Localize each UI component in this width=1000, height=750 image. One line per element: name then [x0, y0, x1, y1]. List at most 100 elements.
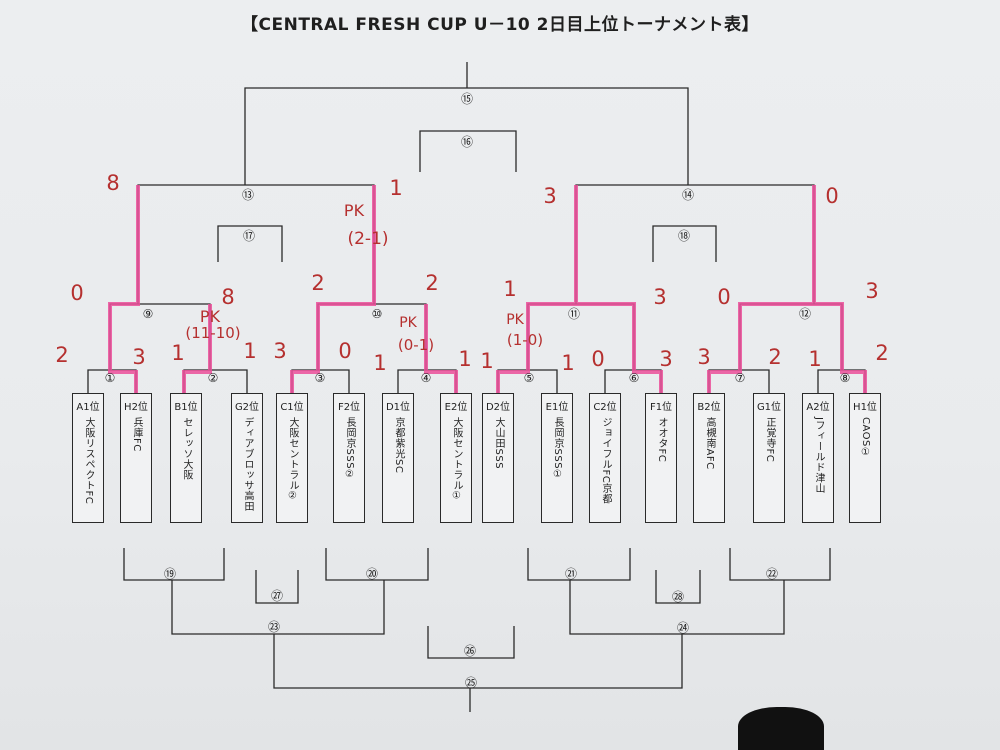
team-box-e2: E2位 大阪セントラル①: [440, 393, 472, 523]
score-e1: 1: [561, 351, 574, 375]
match-27-label: ㉗: [271, 589, 283, 603]
match-8-label: ⑧: [840, 371, 851, 385]
team-box-g1: G1位 正覚寺FC: [753, 393, 785, 523]
team-box-h1: H1位 CAOS①: [849, 393, 881, 523]
team-name: セレッソ大阪: [181, 417, 192, 480]
team-position: C2位: [593, 402, 617, 413]
team-box-c2: C2位 ジョイフルFC京都: [589, 393, 621, 523]
team-name: 大山田SSS: [493, 417, 504, 470]
team-name: オオタFC: [656, 417, 667, 463]
pk-note-5: PK: [506, 312, 524, 328]
score-f1: 3: [659, 347, 672, 371]
team-name: 長岡京SSS①: [552, 417, 563, 481]
score-g1: 2: [768, 345, 781, 369]
score-a2: 1: [808, 347, 821, 371]
team-box-f1: F1位 オオタFC: [645, 393, 677, 523]
team-position: F2位: [337, 402, 361, 413]
match-19-label: ⑲: [164, 567, 176, 581]
match-11-label: ⑪: [568, 307, 580, 321]
team-position: G2位: [234, 402, 260, 413]
team-position: B2位: [697, 402, 721, 413]
team-position: D1位: [385, 402, 411, 413]
pk-score-10: (2-1): [347, 229, 388, 249]
team-name: 大阪セントラル①: [451, 417, 462, 502]
score-d1: 1: [373, 351, 386, 375]
score-b1: 1: [171, 341, 184, 365]
match-23-label: ㉓: [268, 620, 280, 634]
team-position: H1位: [853, 402, 877, 413]
team-name: 長岡京SSS②: [344, 417, 355, 481]
score-13-left: 8: [106, 171, 119, 195]
team-name: ジョイフルFC京都: [600, 417, 611, 505]
match-2-label: ②: [208, 371, 219, 385]
team-name: 大阪リスペクトFC: [83, 417, 94, 505]
team-box-h2: H2位 兵庫FC: [120, 393, 152, 523]
team-position: C1位: [280, 402, 304, 413]
match-15-label: ⑮: [461, 92, 473, 106]
team-box-a2: A2位 Jフィールド津山: [802, 393, 834, 523]
score-10-left: 2: [311, 271, 324, 295]
score-a1: 2: [55, 343, 68, 367]
team-position: E1位: [545, 402, 569, 413]
team-name: 高槻南AFC: [704, 417, 715, 470]
pk-note-10: PK: [344, 201, 365, 220]
team-box-e1: E1位 長岡京SSS①: [541, 393, 573, 523]
score-10-right: 2: [425, 271, 438, 295]
score-13-right: 1: [389, 176, 402, 200]
score-h1: 2: [875, 341, 888, 365]
team-box-b1: B1位 セレッソ大阪: [170, 393, 202, 523]
match-13-label: ⑬: [242, 188, 254, 202]
page-title: 【CENTRAL FRESH CUP U－10 2日目上位トーナメント表】: [241, 15, 759, 35]
match-17-label: ⑰: [243, 229, 255, 243]
match-25-label: ㉕: [465, 676, 477, 690]
match-6-label: ⑥: [629, 371, 640, 385]
match-4-label: ④: [421, 371, 432, 385]
score-12-right: 3: [865, 279, 878, 303]
team-box-d2: D2位 大山田SSS: [482, 393, 514, 523]
team-name: 正覚寺FC: [764, 417, 775, 463]
score-g2: 1: [243, 339, 256, 363]
match-20-label: ⑳: [366, 567, 378, 581]
team-name: ディアブロッサ高田: [242, 417, 253, 512]
team-box-a1: A1位 大阪リスペクトFC: [72, 393, 104, 523]
match-28-label: ㉘: [672, 590, 684, 604]
match-12-label: ⑫: [799, 307, 811, 321]
team-name: CAOS①: [860, 417, 871, 459]
team-position: B1位: [174, 402, 198, 413]
match-7-label: ⑦: [735, 371, 746, 385]
team-name: 大阪セントラル②: [287, 417, 298, 502]
team-position: H2位: [124, 402, 148, 413]
match-14-label: ⑭: [682, 188, 694, 202]
match-18-label: ⑱: [678, 229, 690, 243]
pk-score-5: (1-0): [507, 331, 543, 349]
pk-note-4: PK: [399, 315, 417, 331]
team-name: 兵庫FC: [131, 417, 142, 452]
team-box-d1: D1位 京都紫光SC: [382, 393, 414, 523]
match-24-label: ㉔: [677, 621, 689, 635]
score-14-right: 0: [825, 184, 838, 208]
score-f2: 0: [338, 339, 351, 363]
score-11-left: 1: [503, 277, 516, 301]
score-b2: 3: [697, 345, 710, 369]
winner-highlight: [108, 185, 867, 393]
score-d2: 1: [480, 349, 493, 373]
team-box-g2: G2位 ディアブロッサ高田: [231, 393, 263, 523]
match-5-label: ⑤: [524, 371, 535, 385]
match-21-label: ㉑: [565, 567, 577, 581]
team-position: A2位: [806, 402, 830, 413]
score-11-right: 3: [653, 285, 666, 309]
match-22-label: ㉒: [766, 567, 778, 581]
score-c2: 0: [591, 347, 604, 371]
match-16-label: ⑯: [461, 135, 473, 149]
score-9-right: 8: [221, 285, 234, 309]
score-c1: 3: [273, 339, 286, 363]
score-12-left: 0: [717, 285, 730, 309]
team-position: D2位: [485, 402, 511, 413]
match-26-label: ㉖: [464, 644, 476, 658]
team-box-b2: B2位 高槻南AFC: [693, 393, 725, 523]
pk-score-4: (0-1): [398, 336, 434, 354]
score-9-left: 0: [70, 281, 83, 305]
team-position: A1位: [76, 402, 100, 413]
team-box-c1: C1位 大阪セントラル②: [276, 393, 308, 523]
